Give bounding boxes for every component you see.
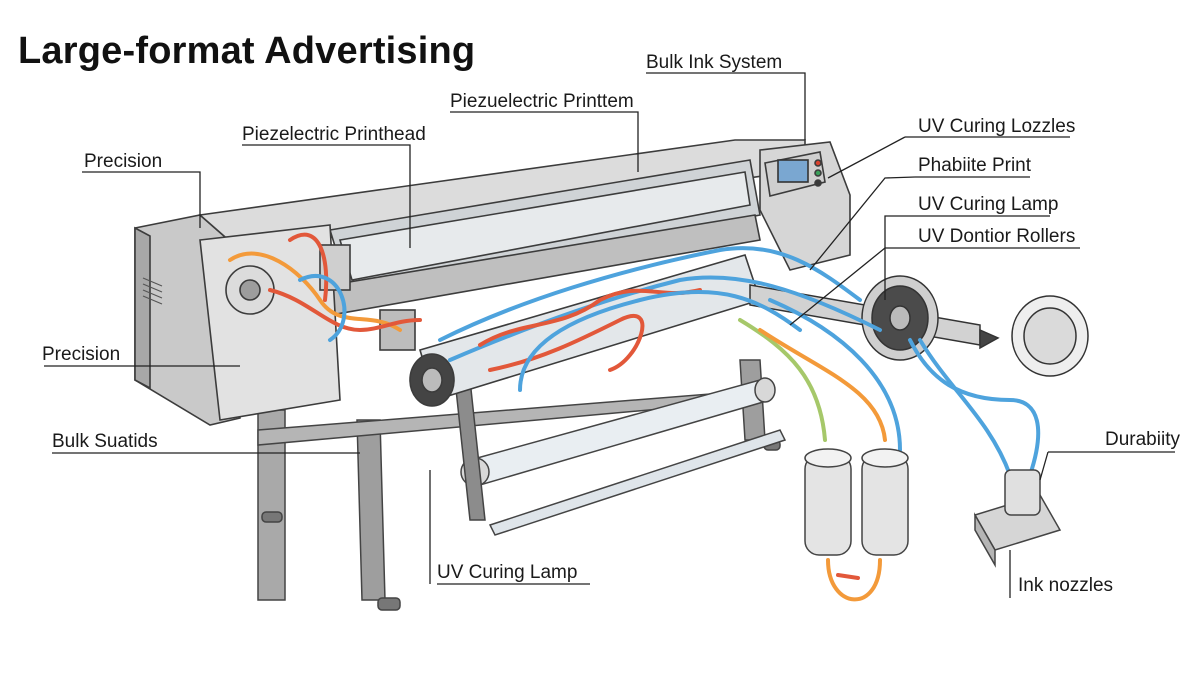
leader-lines — [44, 72, 1175, 598]
label-piezuelectric-printtem: Piezuelectric Printtem — [450, 91, 634, 112]
label-ink-nozzles: Ink nozzles — [1018, 575, 1114, 596]
label-precision-left: Precision — [42, 344, 121, 365]
control-screen — [777, 159, 809, 183]
label-uv-dontior-rollers: UV Dontior Rollers — [918, 226, 1076, 247]
label-phabiite-print: Phabiite Print — [918, 155, 1032, 176]
label-uv-curing-lozzles: UV Curing Lozzles — [918, 116, 1076, 137]
ink-tanks — [804, 448, 909, 556]
fan-assembly — [749, 275, 1089, 377]
label-uv-curing-lamp-right: UV Curing Lamp — [918, 194, 1059, 215]
ink-tubes — [228, 232, 1041, 602]
label-precision-top: Precision — [84, 151, 163, 172]
label-durabiity: Durabiity — [1105, 429, 1180, 450]
printer-body — [134, 139, 851, 426]
diagram-title: Large-format Advertising — [18, 30, 476, 72]
label-uv-curing-lamp-bottom: UV Curing Lamp — [437, 562, 578, 583]
media-rollers — [454, 377, 787, 536]
label-piezelectric-printhead: Piezelectric Printhead — [242, 124, 426, 145]
label-bulk-ink-system: Bulk Ink System — [646, 52, 783, 73]
ink-nozzle-unit — [973, 469, 1062, 568]
label-bulk-suatids: Bulk Suatids — [52, 431, 158, 452]
